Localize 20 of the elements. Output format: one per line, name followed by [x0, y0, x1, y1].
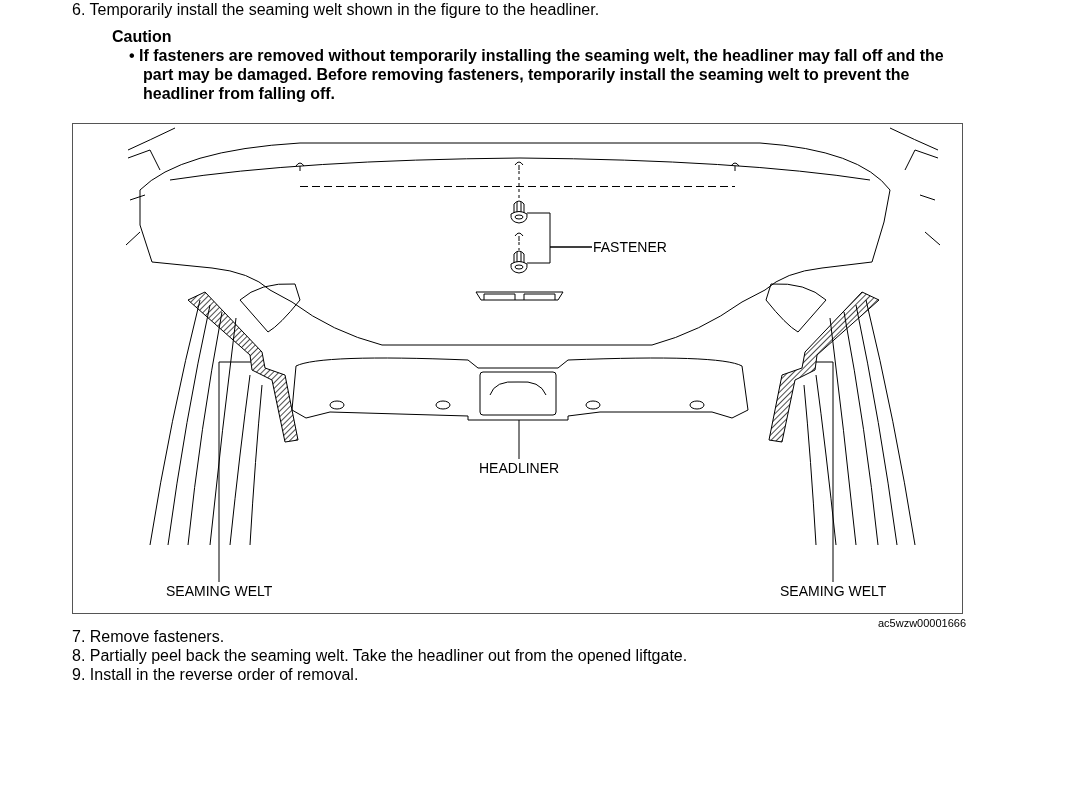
- seaming-welt-strip: [768, 291, 880, 443]
- leader-line: [815, 361, 834, 583]
- headliner-drawing: [291, 357, 749, 421]
- caution-heading: Caution: [112, 27, 172, 46]
- step-text: 7. Remove fasteners.: [72, 627, 225, 646]
- leader-line: [526, 246, 593, 264]
- part-label: SEAMING WELT: [780, 583, 887, 599]
- part-label: FASTENER: [593, 239, 667, 255]
- fastener-clip: [510, 250, 528, 274]
- leader-line: [518, 419, 520, 460]
- leader-line: [218, 361, 252, 583]
- part-label: SEAMING WELT: [166, 583, 273, 599]
- step-text: 8. Partially peel back the seaming welt. Take the headliner out from the opened liftgate.: [72, 646, 688, 665]
- step-text: 6. Temporarily install the seaming welt shown in the figure to the headliner.: [72, 0, 600, 19]
- part-label: HEADLINER: [479, 460, 560, 476]
- figure-id: ac5wzw00001666: [878, 616, 967, 631]
- step-text: 9. Install in the reverse order of removal.: [72, 665, 359, 684]
- caution-note: • If fasteners are removed without temporarily installing the seaming welt, the headliner may fall off and the part may be damaged. Before removing fasteners, temporarily install the seaming welt to prevent the headliner from falling off.: [128, 46, 945, 103]
- seaming-welt-strip: [187, 291, 299, 443]
- fastener-clip: [510, 200, 528, 224]
